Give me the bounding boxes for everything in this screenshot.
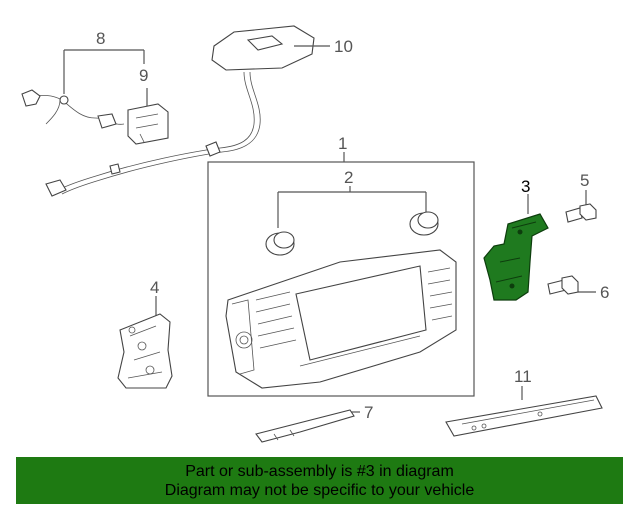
callout-7: 7 — [364, 403, 373, 422]
part-7-trim — [255, 409, 355, 443]
callout-11: 11 — [514, 367, 532, 386]
part-1-display-unit — [225, 249, 457, 389]
callout-1: 1 — [338, 134, 347, 153]
part-2-knob-right — [409, 211, 439, 236]
banner-line-2: Diagram may not be specific to your vehi… — [164, 481, 475, 499]
parts-diagram: 8 9 10 1 2 3 — [21, 25, 609, 443]
callout-8: 8 — [96, 29, 105, 48]
callout-6: 6 — [600, 283, 609, 302]
part-10-antenna-cable — [45, 25, 315, 197]
info-banner: Part or sub-assembly is #3 in diagram Di… — [16, 457, 623, 504]
callout-2: 2 — [344, 168, 353, 187]
part-8-wire-harness — [21, 89, 125, 129]
callout-9: 9 — [139, 66, 148, 85]
assembly-box — [207, 161, 475, 397]
callout-4: 4 — [150, 278, 159, 297]
part-6-bolt — [547, 275, 579, 295]
part-9-connector — [127, 103, 169, 145]
part-5-screw — [565, 203, 597, 223]
callout-10: 10 — [334, 37, 353, 56]
part-3-bracket-highlighted — [483, 213, 549, 301]
part-11-panel — [445, 395, 603, 437]
callout-5: 5 — [580, 171, 589, 190]
callout-3: 3 — [521, 177, 530, 196]
part-4-bracket — [117, 313, 173, 389]
banner-line-1: Part or sub-assembly is #3 in diagram — [185, 462, 454, 480]
part-2-knob-left — [265, 231, 295, 256]
